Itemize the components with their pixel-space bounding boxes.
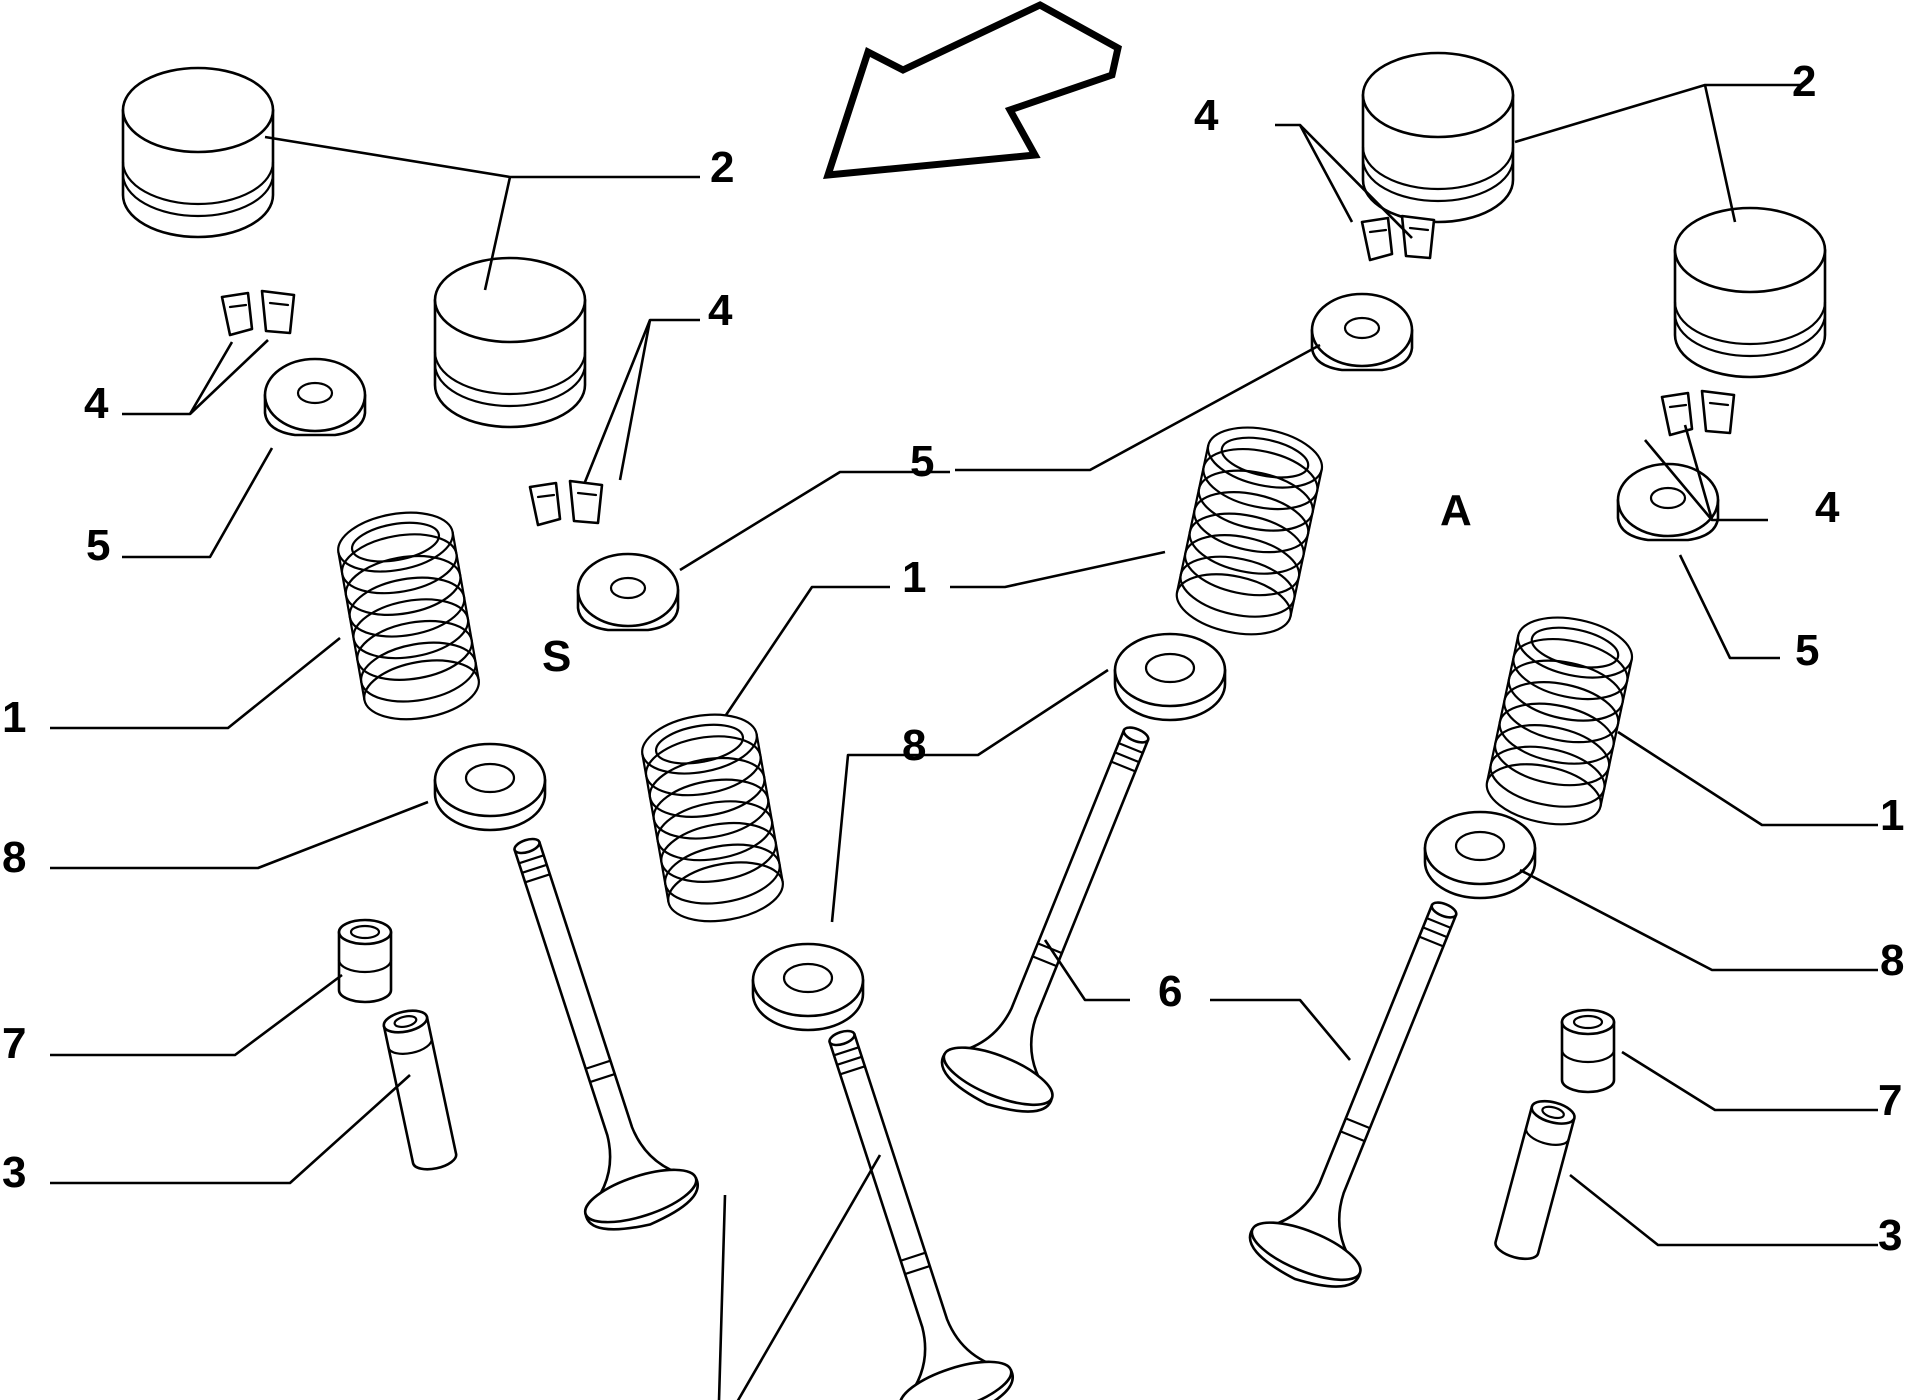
label-exhaust-valve: 6	[1158, 967, 1182, 1016]
tappet	[1361, 51, 1515, 224]
label-seal: 7	[2, 1019, 26, 1068]
lower-spring-cap	[1113, 632, 1227, 722]
label-upper-cap: 5	[86, 521, 110, 570]
label-side-s: S	[542, 632, 571, 681]
label-spring: 1	[2, 693, 26, 742]
label-guide: 3	[2, 1148, 26, 1197]
label-lower-cap: 8	[902, 721, 926, 770]
valve-stem-seal	[1560, 1008, 1616, 1094]
arrow-icon	[823, 1, 1122, 179]
valve-stem-seal	[337, 918, 393, 1004]
upper-spring-cap	[263, 357, 367, 437]
valve-spring	[1480, 607, 1639, 835]
valve-spring	[1170, 417, 1329, 645]
valve-spring	[636, 705, 789, 931]
leader-lines	[50, 83, 1878, 1400]
label-upper-cap: 5	[910, 437, 934, 486]
label-cotter: 4	[84, 379, 109, 428]
valve-cotters	[528, 479, 604, 527]
exhaust-valve	[931, 706, 1194, 1128]
upper-spring-cap	[1616, 462, 1720, 542]
label-tappet: 2	[710, 143, 734, 192]
upper-spring-cap	[1310, 292, 1414, 372]
label-upper-cap: 5	[1795, 626, 1819, 675]
valve-spring	[332, 503, 485, 729]
label-lower-cap: 8	[2, 833, 26, 882]
label-tappet: 2	[1792, 57, 1816, 106]
label-side-a: A	[1440, 486, 1472, 535]
exhaust-valve	[1239, 881, 1502, 1303]
lower-spring-cap	[1423, 810, 1537, 900]
tappet	[1673, 206, 1827, 379]
tappet	[121, 66, 275, 239]
label-spring: 1	[1880, 791, 1904, 840]
lower-spring-cap	[751, 942, 865, 1032]
label-cotter: 4	[1194, 91, 1219, 140]
label-spring: 1	[902, 553, 926, 602]
intake-valve	[468, 820, 707, 1244]
lower-spring-cap	[433, 742, 547, 832]
label-cotter: 4	[1815, 483, 1840, 532]
callout-labels: 2 4 4 5 S 1 8 7 3 9 5 1 8 6 4 2 A 4 5 1 …	[2, 57, 1904, 1260]
label-cotter: 4	[708, 286, 733, 335]
label-guide: 3	[1878, 1211, 1902, 1260]
valve-guide	[1491, 1095, 1579, 1265]
label-seal: 7	[1878, 1076, 1902, 1125]
valve-cotters	[1660, 389, 1736, 437]
upper-spring-cap	[576, 552, 680, 632]
label-lower-cap: 8	[1880, 936, 1904, 985]
tappet	[433, 256, 587, 429]
valve-cotters	[220, 289, 296, 337]
